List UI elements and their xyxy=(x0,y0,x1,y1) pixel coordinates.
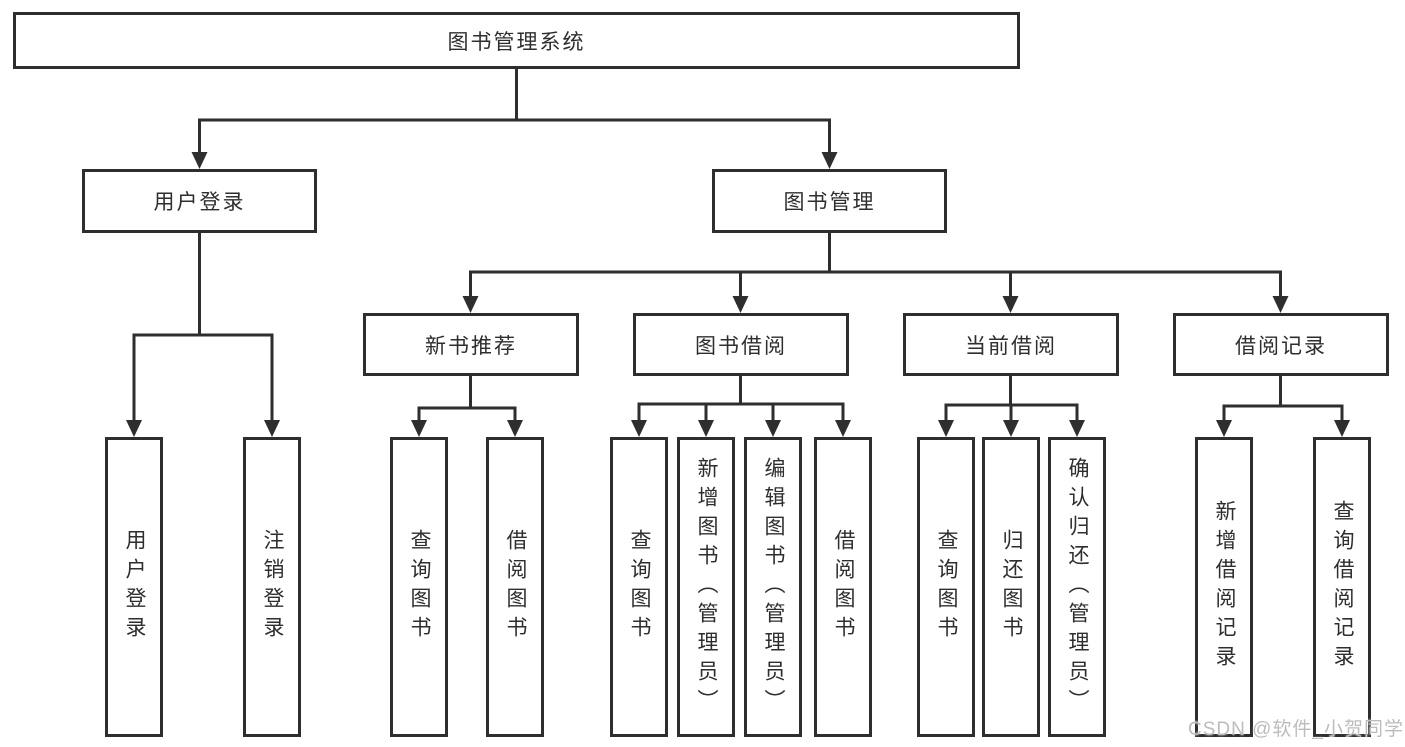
node-user-login: 用户登录 xyxy=(82,169,317,233)
leaf-add-borrow-record: 新增借阅记录 xyxy=(1195,437,1253,737)
node-current-borrow: 当前借阅 xyxy=(903,313,1119,376)
leaf-borrow-books-recommend: 借阅图书 xyxy=(486,437,544,737)
node-book-management: 图书管理 xyxy=(712,169,947,233)
node-borrow-records: 借阅记录 xyxy=(1173,313,1389,376)
node-book-borrow: 图书借阅 xyxy=(633,313,849,376)
leaf-query-borrow-record: 查询借阅记录 xyxy=(1313,437,1371,737)
leaf-confirm-return-admin: 确认归还（管理员） xyxy=(1048,437,1106,737)
leaf-query-books-recommend: 查询图书 xyxy=(390,437,448,737)
leaf-query-books-current: 查询图书 xyxy=(917,437,975,737)
leaf-query-books-borrow: 查询图书 xyxy=(610,437,668,737)
leaf-edit-book-admin: 编辑图书（管理员） xyxy=(744,437,802,737)
leaf-borrow-books-borrow: 借阅图书 xyxy=(814,437,872,737)
node-new-book-recommend: 新书推荐 xyxy=(363,313,579,376)
leaf-user-login: 用户登录 xyxy=(105,437,163,737)
leaf-return-book: 归还图书 xyxy=(982,437,1040,737)
node-library-system: 图书管理系统 xyxy=(13,12,1020,69)
leaf-add-book-admin: 新增图书（管理员） xyxy=(677,437,735,737)
watermark: CSDN @软件_小贺同学 xyxy=(1188,719,1404,740)
leaf-logout: 注销登录 xyxy=(243,437,301,737)
